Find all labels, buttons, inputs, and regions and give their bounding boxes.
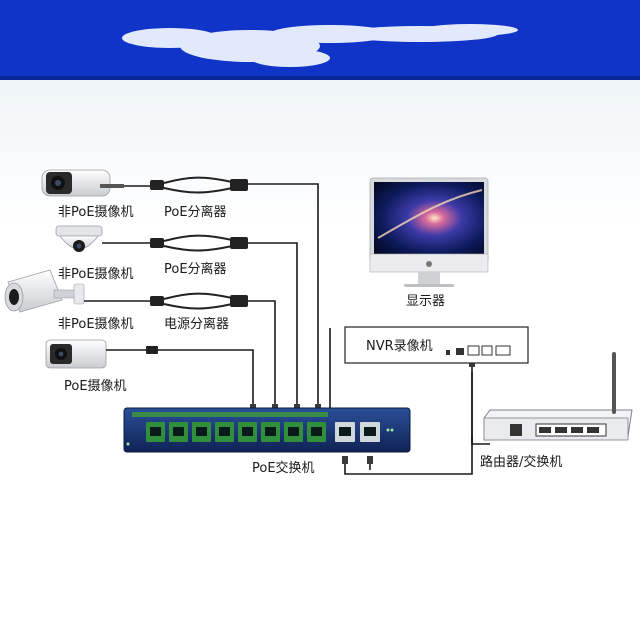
camera-1-label: 非PoE摄像机 [58, 205, 134, 220]
nvr-group: NVR录像机 [345, 327, 528, 363]
bullet-camera-icon [46, 340, 106, 368]
camera-4-label: PoE摄像机 [64, 379, 127, 394]
poe-switch-label: PoE交换机 [252, 460, 315, 476]
apple-logo-icon [426, 261, 432, 267]
monitor-icon [370, 178, 488, 287]
poe-switch-ports [146, 422, 380, 442]
poe-port-strip [132, 412, 328, 417]
camera-2-label: 非PoE摄像机 [58, 267, 134, 282]
top-banner [0, 0, 640, 80]
splitter-3-label: 电源分离器 [164, 316, 229, 332]
monitor-label: 显示器 [406, 294, 445, 309]
splitter-1-label: PoE分离器 [164, 204, 227, 220]
splitter-2-label: PoE分离器 [164, 261, 227, 277]
camera-3-label: 非PoE摄像机 [58, 317, 134, 332]
router-label: 路由器/交换机 [480, 454, 562, 470]
nvr-label: NVR录像机 [366, 339, 433, 354]
